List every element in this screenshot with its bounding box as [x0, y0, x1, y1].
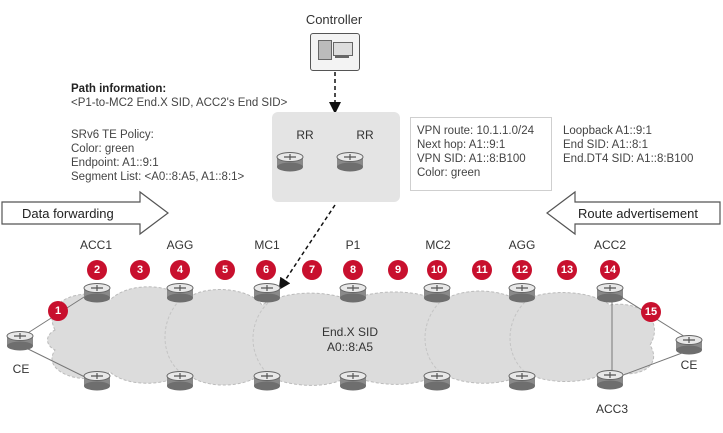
- router-icon: [339, 283, 367, 303]
- path-info-detail: <P1-to-MC2 End.X SID, ACC2's End SID>: [71, 97, 288, 109]
- path-info-title: Path information:: [71, 83, 167, 95]
- cloud-dividers: [164, 299, 526, 375]
- router-icon: [423, 371, 451, 391]
- router-icon: [83, 371, 111, 391]
- policy-line: SRv6 TE Policy:: [71, 129, 154, 141]
- router-icon: [339, 371, 367, 391]
- router-icon: [166, 283, 194, 303]
- step-badge: 8: [343, 260, 363, 280]
- data-forwarding-label: Data forwarding: [22, 206, 114, 221]
- node-label-acc1: ACC1: [79, 238, 112, 252]
- controller-label: Controller: [305, 12, 363, 27]
- router-icon: [336, 152, 364, 172]
- node-label-ce-left: CE: [12, 362, 30, 376]
- policy-block: SRv6 TE Policy: Color: green Endpoint: A…: [71, 128, 244, 184]
- router-icon: [6, 331, 34, 351]
- step-badge: 2: [87, 260, 107, 280]
- router-icon: [253, 283, 281, 303]
- step-badge: 7: [302, 260, 322, 280]
- router-icon: [276, 152, 304, 172]
- loopback-line: Loopback A1::9:1: [563, 125, 652, 137]
- step-badge: 15: [641, 302, 661, 322]
- rr-label: RR: [296, 128, 314, 142]
- policy-line: Endpoint: A1::9:1: [71, 157, 159, 169]
- step-badge: 4: [170, 260, 190, 280]
- router-icon: [675, 335, 703, 355]
- step-badge: 3: [130, 260, 150, 280]
- vpn-block: VPN route: 10.1.1.0/24 Next hop: A1::9:1…: [417, 124, 534, 180]
- node-label-agg-right: AGG: [508, 238, 536, 252]
- router-icon: [253, 371, 281, 391]
- rr-to-mc1-arrow: [278, 204, 336, 291]
- step-badge: 13: [557, 260, 577, 280]
- router-icon: [423, 283, 451, 303]
- loopback-block: Loopback A1::9:1 End SID: A1::8:1 End.DT…: [563, 124, 693, 166]
- router-icon: [508, 371, 536, 391]
- cloud-label-line1: End.X SID: [321, 325, 379, 339]
- node-label-ce-right: CE: [680, 358, 698, 372]
- router-icon: [83, 283, 111, 303]
- node-label-acc2: ACC2: [593, 238, 626, 252]
- node-label-mc1: MC1: [254, 238, 280, 252]
- node-label-p1: P1: [345, 238, 361, 252]
- router-icon: [596, 283, 624, 303]
- node-label-acc3: ACC3: [595, 402, 628, 416]
- router-icon: [166, 371, 194, 391]
- vpn-line: Next hop: A1::9:1: [417, 139, 506, 151]
- step-badge: 10: [427, 260, 447, 280]
- vpn-route-box: [410, 117, 552, 191]
- step-badge: 5: [215, 260, 235, 280]
- route-advertisement-label: Route advertisement: [578, 206, 698, 221]
- cloud-label-line2: A0::8:A5: [326, 340, 374, 354]
- node-label-agg-left: AGG: [166, 238, 194, 252]
- links: [19, 289, 691, 383]
- loopback-line: End.DT4 SID: A1::8:B100: [563, 153, 694, 165]
- rr-label: RR: [356, 128, 374, 142]
- node-label-mc2: MC2: [425, 238, 451, 252]
- loopback-line: End SID: A1::8:1: [563, 139, 649, 151]
- vpn-line: VPN SID: A1::8:B100: [417, 153, 526, 165]
- step-badge: 11: [472, 260, 492, 280]
- policy-line: Color: green: [71, 143, 135, 155]
- vpn-line: VPN route: 10.1.1.0/24: [417, 125, 534, 137]
- network-cloud: [47, 286, 655, 386]
- step-badge: 12: [512, 260, 532, 280]
- policy-line: Segment List: <A0::8:A5, A1::8:1>: [71, 171, 245, 183]
- vpn-line: Color: green: [417, 167, 481, 179]
- step-badge: 9: [388, 260, 408, 280]
- step-badge: 6: [256, 260, 276, 280]
- controller-icon: [310, 33, 360, 71]
- router-icon: [596, 370, 624, 390]
- router-icon: [508, 283, 536, 303]
- step-badge: 14: [600, 260, 620, 280]
- step-badge: 1: [48, 301, 68, 321]
